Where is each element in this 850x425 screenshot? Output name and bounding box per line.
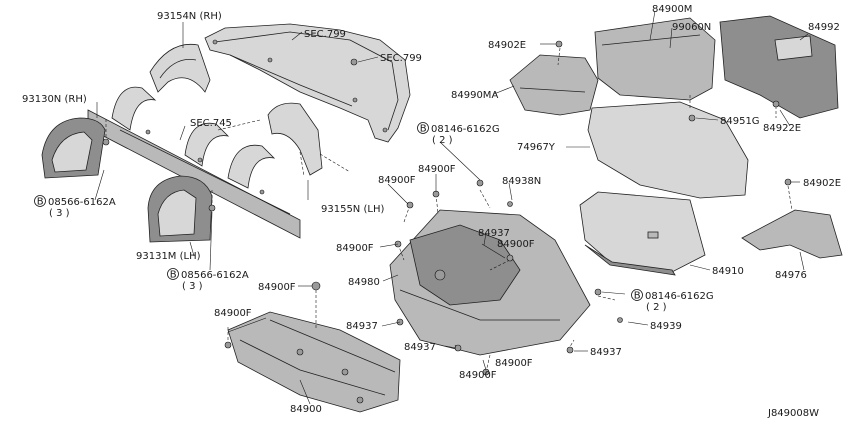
clip-fastener-icon <box>688 114 696 122</box>
side-bracket-84990MA <box>509 54 599 116</box>
label-84900F-b: 84900F <box>214 308 252 319</box>
trunk-floor-tray-84900 <box>227 311 401 413</box>
clip-fastener-icon <box>617 317 623 323</box>
bolt-callout-icon: B <box>631 289 643 302</box>
svg-text:B: B <box>170 270 177 281</box>
floor-mat-74967Y <box>587 101 749 199</box>
label-84922E: 84922E <box>763 123 801 134</box>
label-93130N: 93130N (RH) <box>22 94 87 105</box>
label-84900: 84900 <box>290 404 322 415</box>
label-84900F-f: 84900F <box>497 239 535 250</box>
bolt-callout-icon: B <box>417 122 429 135</box>
label-84937-b: 84937 <box>346 321 378 332</box>
clip-fastener-icon <box>224 341 232 349</box>
clip-fastener-icon <box>311 281 321 291</box>
label-99060N: 99060N <box>672 22 711 33</box>
label-08146-6162G-b-qty: ( 2 ) <box>646 302 667 313</box>
diagram-id: J849008W <box>767 408 819 419</box>
label-84900F-e: 84900F <box>418 164 456 175</box>
label-08146-6162G-a: 08146-6162G <box>431 124 500 135</box>
lh-arch-trim-93131M <box>147 175 213 243</box>
fasteners <box>102 40 792 376</box>
label-08566-6162A-a-qty: ( 3 ) <box>49 208 70 219</box>
label-08566-6162A-b: 08566-6162A <box>181 270 249 281</box>
label-84902E-b: 84902E <box>803 178 841 189</box>
clip-fastener-icon <box>566 346 574 354</box>
bolt-callout-icon: B <box>34 195 46 208</box>
label-84939: 84939 <box>650 321 682 332</box>
label-93131M: 93131M (LH) <box>136 251 201 262</box>
trunk-compartment-84980 <box>389 209 591 356</box>
label-08566-6162A-b-qty: ( 3 ) <box>182 281 203 292</box>
roll-bar-cross-member <box>87 86 301 239</box>
label-84900M: 84900M <box>652 4 692 15</box>
clip-fastener-icon <box>555 40 563 48</box>
rh-arch-trim-93130N <box>41 117 106 179</box>
bolt-callout-icon: B <box>167 268 179 281</box>
label-84900F-g: 84900F <box>495 358 533 369</box>
clip-fastener-icon <box>406 201 414 209</box>
rh-arch-cover-93154N <box>149 43 211 93</box>
label-84976: 84976 <box>775 270 807 281</box>
finisher-84992 <box>719 15 839 119</box>
label-84937-a: 84937 <box>478 228 510 239</box>
label-84951G: 84951G <box>720 116 760 127</box>
clip-fastener-icon <box>208 204 216 212</box>
clip-fastener-icon <box>102 138 110 146</box>
label-93155N: 93155N (LH) <box>321 204 384 215</box>
clip-fastener-icon <box>506 254 514 262</box>
side-trim-84976 <box>741 209 843 259</box>
floor-board-84910 <box>579 191 706 276</box>
svg-text:B: B <box>420 124 427 135</box>
label-84900F-a: 84900F <box>258 282 296 293</box>
clip-fastener-icon <box>476 179 484 187</box>
leader-lines <box>94 10 809 405</box>
label-08566-6162A-a: 08566-6162A <box>48 197 116 208</box>
label-84938N: 84938N <box>502 176 541 187</box>
callout-labels: 93154N (RH) SEC.799 SEC.799 93130N (RH) … <box>22 4 841 415</box>
label-84937-d: 84937 <box>590 347 622 358</box>
clip-fastener-icon <box>772 100 780 108</box>
clip-fastener-icon <box>350 58 358 66</box>
rear-upper-finisher <box>204 23 411 143</box>
label-sec799-a: SEC.799 <box>304 29 346 40</box>
label-84900F-d: 84900F <box>378 175 416 186</box>
label-74967Y: 74967Y <box>517 142 556 153</box>
label-84900F-c: 84900F <box>336 243 374 254</box>
label-93154N: 93154N (RH) <box>157 11 222 22</box>
clip-fastener-icon <box>594 288 602 296</box>
label-84937-c: 84937 <box>404 342 436 353</box>
clip-fastener-icon <box>507 201 513 207</box>
label-08146-6162G-b: 08146-6162G <box>645 291 714 302</box>
svg-text:B: B <box>634 291 641 302</box>
label-84980: 84980 <box>348 277 380 288</box>
label-84990MA: 84990MA <box>451 90 498 101</box>
label-84900F-h: 84900F <box>459 370 497 381</box>
label-sec745: SEC.745 <box>190 118 232 129</box>
trunk-lid-liner-84900M <box>594 17 716 101</box>
label-84992: 84992 <box>808 22 840 33</box>
svg-text:B: B <box>37 197 44 208</box>
lh-arch-cover-93155N <box>267 102 323 176</box>
label-08146-6162G-a-qty: ( 2 ) <box>432 135 453 146</box>
label-84910: 84910 <box>712 266 744 277</box>
label-84902E-a: 84902E <box>488 40 526 51</box>
label-sec799-b: SEC.799 <box>380 53 422 64</box>
